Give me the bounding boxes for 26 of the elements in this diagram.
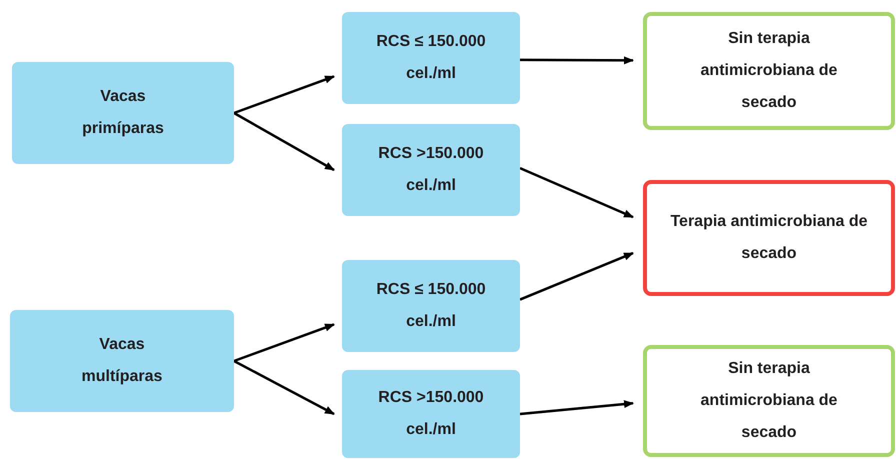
outcome-box	[643, 345, 895, 457]
arrow	[520, 167, 634, 218]
box-label: RCS ≤ 150.000 cel./ml	[375, 32, 487, 84]
box-label: Sin terapia antimicrobiana de secado	[700, 359, 838, 443]
condition-box	[342, 124, 520, 216]
box-label: RCS ≤ 150.000 cel./ml	[375, 280, 487, 332]
arrow	[233, 112, 335, 172]
arrow	[520, 56, 634, 64]
outcome-box	[643, 180, 895, 296]
category-box	[10, 310, 234, 412]
condition-box	[342, 260, 520, 352]
category-box	[12, 62, 234, 164]
condition-box	[342, 370, 520, 458]
arrow	[233, 360, 335, 416]
arrow	[234, 323, 335, 362]
arrow	[520, 252, 634, 301]
box-label: RCS >150.000 cel./ml	[377, 388, 485, 440]
box-label: RCS >150.000 cel./ml	[377, 144, 485, 196]
box-label: Terapia antimicrobiana de secado	[669, 212, 869, 264]
arrow	[520, 400, 634, 416]
arrow	[234, 75, 335, 114]
box-label: Sin terapia antimicrobiana de secado	[700, 29, 838, 113]
box-label: Vacas primíparas	[81, 87, 165, 139]
outcome-box	[643, 12, 895, 130]
condition-box	[342, 12, 520, 104]
box-label: Vacas multíparas	[80, 335, 164, 387]
